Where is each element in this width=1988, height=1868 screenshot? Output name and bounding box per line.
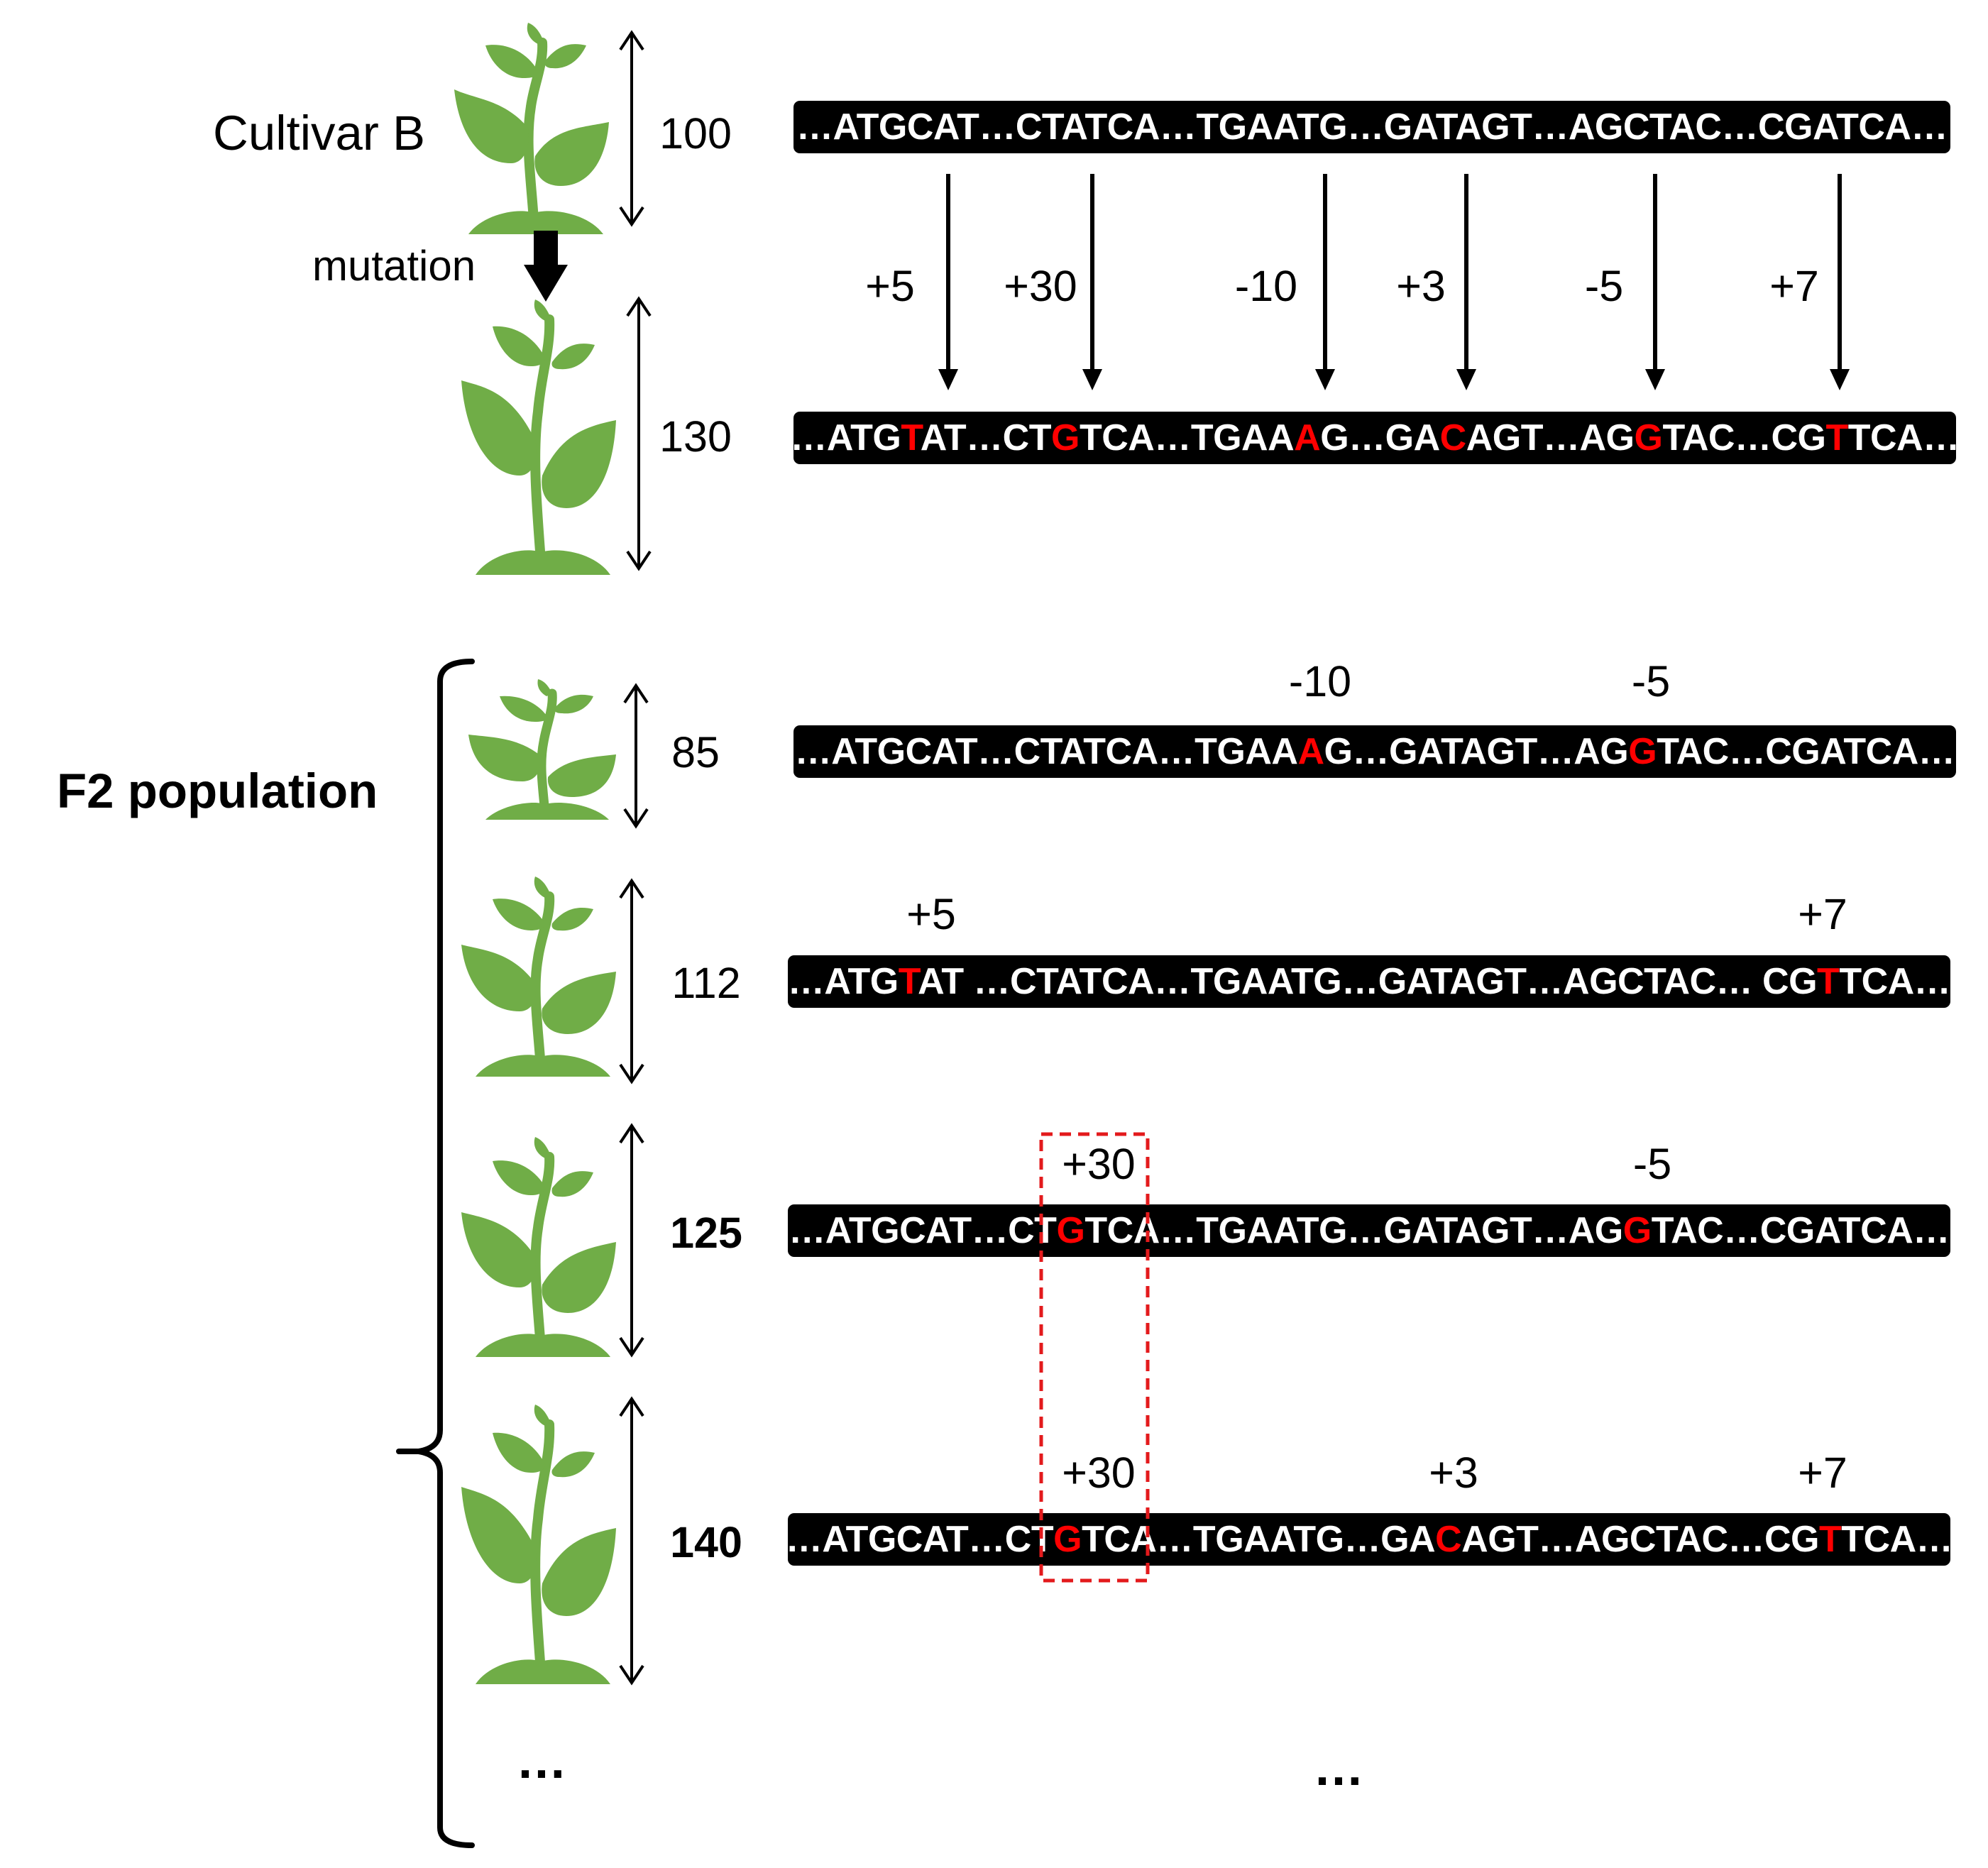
- sequence-segment: AT …CTATCA…TGAATG…GATAGT…AGCTAC… CG: [918, 961, 1818, 1002]
- mutated-base: G: [1056, 1210, 1085, 1251]
- mutation-arrows: [938, 174, 1850, 390]
- sequence-segment: …ATG: [787, 961, 899, 1002]
- mutated-base: C: [1435, 1519, 1462, 1560]
- height-f2-4: 140: [670, 1518, 742, 1566]
- sequence-segment: …ATGCAT…CT: [785, 1519, 1054, 1560]
- f2-plant-icon-3: [461, 1136, 617, 1359]
- f2-1-effect-2: -5: [1631, 657, 1671, 705]
- sequence-bar-f2-2: …ATGTAT …CTATCA…TGAATG…GATAGT…AGCTAC… CG…: [787, 955, 1951, 1008]
- mutated-base: G: [1628, 731, 1657, 772]
- f2-bracket: [396, 659, 475, 1848]
- f2-1-effect-1: -10: [1288, 657, 1352, 705]
- f2-4-effect-3: +7: [1798, 1449, 1847, 1497]
- effect-label-1: +5: [865, 262, 915, 310]
- sequence-segment: TCA…: [1847, 417, 1960, 458]
- ellipsis-plants: …: [516, 1732, 567, 1789]
- height-f2-1: 85: [671, 728, 720, 776]
- f2-population-label: F2 population: [57, 764, 378, 818]
- sequence-segment: G…GATAGT…AG: [1324, 731, 1629, 772]
- down-arrow-1: [938, 174, 958, 390]
- sequence-bar-f2-4: …ATGCAT…CTGTCA…TGAATG…GACAGT…AGCTAC…CGTT…: [786, 1513, 1953, 1566]
- mutated-base: C: [1439, 417, 1467, 458]
- effect-label-2: +30: [1004, 262, 1077, 310]
- height-arrow-cultivar-b: [619, 30, 644, 227]
- mutated-base: A: [1297, 731, 1324, 772]
- f2-plant-icon-4: [461, 1402, 617, 1686]
- sequence-segment: TCA…: [1841, 1519, 1953, 1560]
- height-f2-2: 112: [671, 959, 741, 1007]
- sequence-text: …ATGCAT…CTATCA…TGAAAG…GATAGT…AGGTAC…CGAT…: [795, 730, 1955, 773]
- mutated-base: G: [1634, 417, 1663, 458]
- mutated-base: G: [1051, 417, 1080, 458]
- height-f2-3: 125: [670, 1209, 742, 1257]
- down-arrow-3: [1315, 174, 1335, 390]
- sequence-bar-f2-3: …ATGCAT…CTGTCA…TGAATG…GATAGT…AGGTAC…CGAT…: [788, 1204, 1950, 1257]
- down-arrow-5: [1645, 174, 1665, 390]
- f2-3-effect-1: +30: [1062, 1140, 1136, 1188]
- sequence-text: …ATGCAT…CTATCA…TGAATG…GATAGT…AGCTAC…CGAT…: [796, 106, 1948, 148]
- mutant-plant-icon: [461, 298, 617, 575]
- height-arrow-mutant: [626, 296, 652, 571]
- ellipsis-sequences: …: [1313, 1740, 1364, 1796]
- height-arrow-f2-2: [619, 878, 644, 1084]
- sequence-segment: TAC…CGATCA…: [1657, 731, 1955, 772]
- height-cultivar-b: 100: [659, 109, 732, 158]
- f2-4-effect-2: +3: [1429, 1449, 1478, 1497]
- sequence-text: …ATGCAT…CTGTCA…TGAATG…GATAGT…AGGTAC…CGAT…: [789, 1209, 1950, 1252]
- f2-3-effect-2: -5: [1632, 1140, 1672, 1188]
- mutated-base: T: [1819, 1519, 1842, 1560]
- f2-2-effect-2: +7: [1798, 890, 1847, 938]
- sequence-segment: G…GA: [1320, 417, 1440, 458]
- mutated-base: G: [1622, 1210, 1652, 1251]
- down-arrow-6: [1830, 174, 1850, 390]
- cultivar-label: Cultivar B: [213, 106, 426, 160]
- effect-label-4: +3: [1396, 262, 1446, 310]
- height-mutant: 130: [659, 412, 732, 461]
- sequence-text: …ATGTAT…CTGTCA…TGAAAG…GACAGT…AGGTAC…CGTT…: [790, 417, 1960, 459]
- sequence-segment: AGT…AGCTAC…CG: [1461, 1519, 1819, 1560]
- sequence-bar-cultivar-b: …ATGCAT…CTATCA…TGAATG…GATAGT…AGCTAC…CGAT…: [793, 101, 1950, 153]
- f2-4-effect-1: +30: [1062, 1449, 1136, 1497]
- sequence-segment: …ATGCAT…CT: [789, 1210, 1057, 1251]
- f2-plant-icon-2: [461, 877, 617, 1079]
- sequence-segment: TCA…TGAA: [1079, 417, 1295, 458]
- mutated-base: G: [1053, 1519, 1082, 1560]
- sequence-segment: …ATGCAT…CTATCA…TGAA: [794, 731, 1298, 772]
- sequence-text: …ATGTAT …CTATCA…TGAATG…GATAGT…AGCTAC… CG…: [787, 960, 1951, 1003]
- sequence-text: …ATGCAT…CTGTCA…TGAATG…GACAGT…AGCTAC…CGTT…: [786, 1518, 1953, 1561]
- mutated-base: T: [1817, 961, 1840, 1002]
- sequence-segment: TAC…CG: [1662, 417, 1826, 458]
- height-arrow-f2-1: [623, 683, 649, 829]
- f2-plant-icon-1: [468, 678, 617, 823]
- mutation-label: mutation: [312, 242, 476, 290]
- mutation-arrow-icon: [524, 231, 568, 302]
- sequence-segment: TCA…: [1839, 961, 1951, 1002]
- sequence-bar-mutant: …ATGTAT…CTGTCA…TGAAAG…GACAGT…AGGTAC…CGTT…: [790, 412, 1960, 464]
- sequence-segment: TAC…CGATCA…: [1651, 1210, 1950, 1251]
- sequence-segment: …ATG: [790, 417, 901, 458]
- mutated-base: A: [1294, 417, 1321, 458]
- effect-label-5: -5: [1584, 262, 1624, 310]
- height-arrow-f2-4: [619, 1396, 644, 1686]
- mutated-base: T: [1825, 417, 1848, 458]
- height-arrow-f2-3: [619, 1123, 644, 1358]
- effect-label-6: +7: [1769, 262, 1819, 310]
- highlight-box: [1039, 1132, 1150, 1583]
- effect-label-3: -10: [1234, 262, 1298, 310]
- down-arrow-4: [1456, 174, 1476, 390]
- sequence-segment: AT…CT: [920, 417, 1052, 458]
- sequence-segment: TCA…TGAATG…GATAGT…AG: [1084, 1210, 1623, 1251]
- sequence-segment: …ATGCAT…CTATCA…TGAATG…GATAGT…AGCTAC…CGAT…: [796, 106, 1948, 148]
- sequence-segment: TCA…TGAATG…GA: [1082, 1519, 1436, 1560]
- down-arrow-2: [1082, 174, 1102, 390]
- sequence-bar-f2-1: …ATGCAT…CTATCA…TGAAAG…GATAGT…AGGTAC…CGAT…: [793, 725, 1956, 778]
- sequence-segment: AGT…AG: [1466, 417, 1635, 458]
- f2-2-effect-1: +5: [906, 890, 956, 938]
- mutated-base: T: [898, 961, 918, 1002]
- mutated-base: T: [901, 417, 921, 458]
